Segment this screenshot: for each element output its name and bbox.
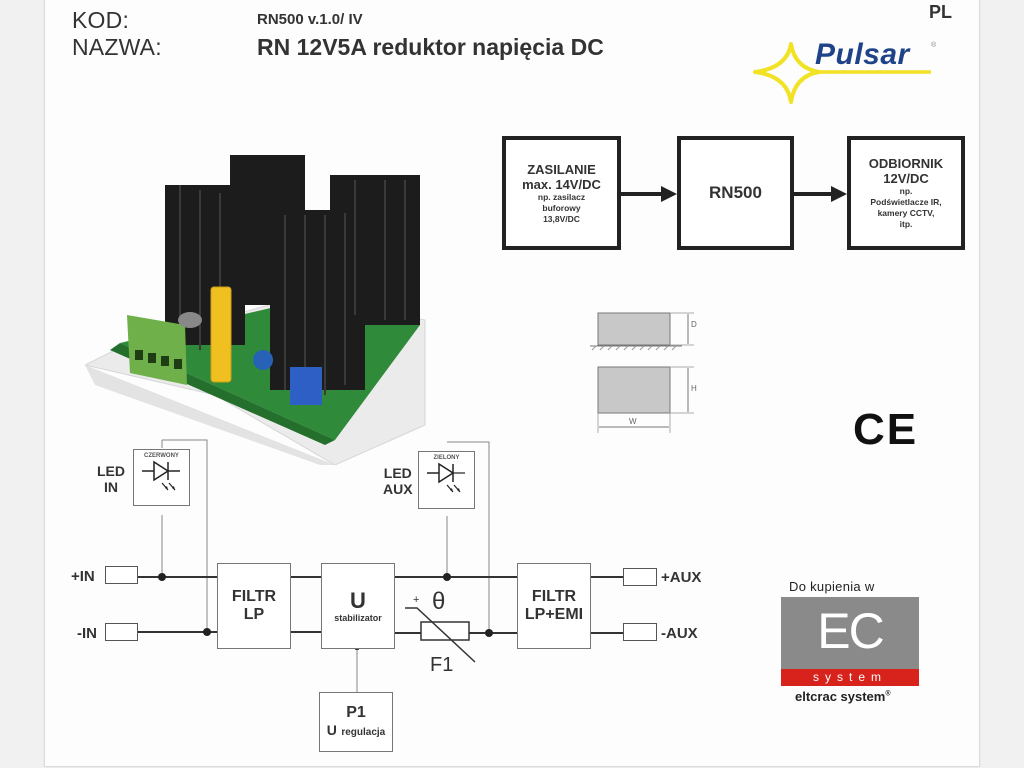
source-note-3: 13,8V/DC: [543, 213, 580, 224]
load-note-3: kamery CCTV,: [877, 208, 935, 218]
datasheet-page: KOD: NAZWA: RN500 v.1.0/ IV RN 12V5A red…: [44, 0, 980, 767]
arrow-right-icon: [621, 186, 677, 202]
ec-logo-letters: EC: [817, 603, 884, 659]
retailer-footer-text: eltcrac system: [795, 689, 886, 704]
terminal-minus-in: [105, 623, 138, 641]
filter-emi-line1: FILTR: [531, 588, 577, 605]
load-note-4: itp.: [899, 219, 913, 229]
load-title: ODBIORNIK: [868, 156, 944, 171]
potentiometer-line1: P1: [346, 704, 366, 721]
block-load: ODBIORNIK 12V/DC np. Podświetlacze IR, k…: [847, 136, 965, 250]
product-name: RN 12V5A reduktor napięcia DC: [257, 34, 604, 60]
arrow-right-icon: [794, 186, 847, 202]
led-aux-box: ZIELONY: [418, 451, 475, 509]
ec-logo-band: system: [781, 669, 919, 686]
pulsar-logo: Pulsar ®: [751, 38, 941, 110]
block-arrows: [621, 186, 847, 202]
potentiometer-line2: U regulacja: [327, 722, 386, 740]
language-code: PL: [929, 2, 953, 22]
retailer-footer: eltcrac system®: [795, 689, 891, 704]
dimension-d-label: D: [691, 320, 697, 329]
source-note-2: buforowy: [542, 202, 581, 213]
device-title: RN500: [709, 183, 762, 202]
junction-dot: [158, 573, 166, 581]
source-note-1: np. zasilacz: [537, 191, 586, 202]
fuse-polarity: +: [413, 594, 420, 606]
led-in-label-line2: IN: [104, 479, 118, 495]
filter-emi-block: FILTR LP+EMI: [517, 563, 591, 649]
block-rn500: RN500: [677, 136, 794, 250]
ec-system-logo[interactable]: EC system: [781, 597, 919, 686]
dimension-drawing: [590, 312, 694, 433]
dimension-h-label: H: [691, 384, 697, 393]
potentiometer-block: P1 U regulacja: [319, 692, 393, 752]
filter-lp-line1: FILTR: [231, 588, 277, 605]
led-in-label-line1: LED: [97, 463, 125, 479]
label-plus-aux: +AUX: [661, 569, 702, 586]
dimension-w-label: W: [629, 417, 637, 426]
junction-dot: [443, 573, 451, 581]
led-aux-label-line2: AUX: [383, 481, 413, 497]
fuse-symbol-icon: [420, 621, 470, 641]
led-in-color-label: CZERWONY: [144, 453, 179, 459]
stabilizer-symbol: U: [350, 588, 366, 613]
pulsar-registered-mark: ®: [931, 42, 937, 49]
led-aux-color-label: ZIELONY: [433, 455, 460, 461]
led-in-label: LED IN: [97, 463, 125, 495]
potentiometer-regulation: regulacja: [341, 727, 386, 738]
block-power-source: ZASILANIE max. 14V/DC np. zasilacz bufor…: [502, 136, 621, 250]
pulsar-wordmark: Pulsar: [815, 38, 910, 71]
led-in-box: CZERWONY: [133, 449, 190, 506]
led-diode-icon: [426, 462, 465, 493]
ce-mark-icon: CE: [853, 405, 919, 454]
filter-lp-line2: LP: [243, 606, 265, 623]
retailer-header: Do kupienia w: [789, 579, 875, 594]
load-note-1: np.: [899, 186, 913, 196]
product-photo: [83, 145, 485, 466]
fuse-label: F1: [430, 654, 454, 676]
stabilizer-block: U stabilizator: [321, 563, 395, 649]
label-minus-aux: -AUX: [661, 625, 698, 642]
filter-emi-line2: LP+EMI: [524, 606, 584, 623]
pulsar-star-icon: [753, 42, 931, 104]
terminal-minus-aux: [623, 623, 657, 641]
filter-lp-block: FILTR LP: [217, 563, 291, 649]
product-code: RN500 v.1.0/ IV: [257, 11, 363, 28]
schematic-wiring: [138, 439, 623, 692]
terminal-plus-in: [105, 566, 138, 584]
junction-dot: [203, 628, 211, 636]
retailer-registered-mark: ®: [885, 690, 891, 698]
led-diode-icon: [141, 460, 180, 491]
led-aux-label: LED AUX: [383, 465, 413, 497]
label-minus-in: -IN: [77, 625, 97, 642]
fuse-theta-icon: θ: [432, 588, 446, 615]
source-title: ZASILANIE: [527, 161, 596, 177]
terminal-plus-aux: [623, 568, 657, 586]
junction-dot: [485, 629, 493, 637]
potentiometer-u: U: [326, 722, 337, 738]
nazwa-label: NAZWA:: [72, 34, 162, 60]
kod-label: KOD:: [72, 7, 130, 33]
load-subtitle: 12V/DC: [883, 171, 929, 186]
source-subtitle: max. 14V/DC: [522, 176, 601, 192]
label-plus-in: +IN: [71, 568, 95, 585]
load-note-2: Podświetlacze IR,: [870, 197, 942, 207]
led-aux-label-line1: LED: [383, 465, 412, 481]
stabilizer-label: stabilizator: [334, 613, 382, 623]
